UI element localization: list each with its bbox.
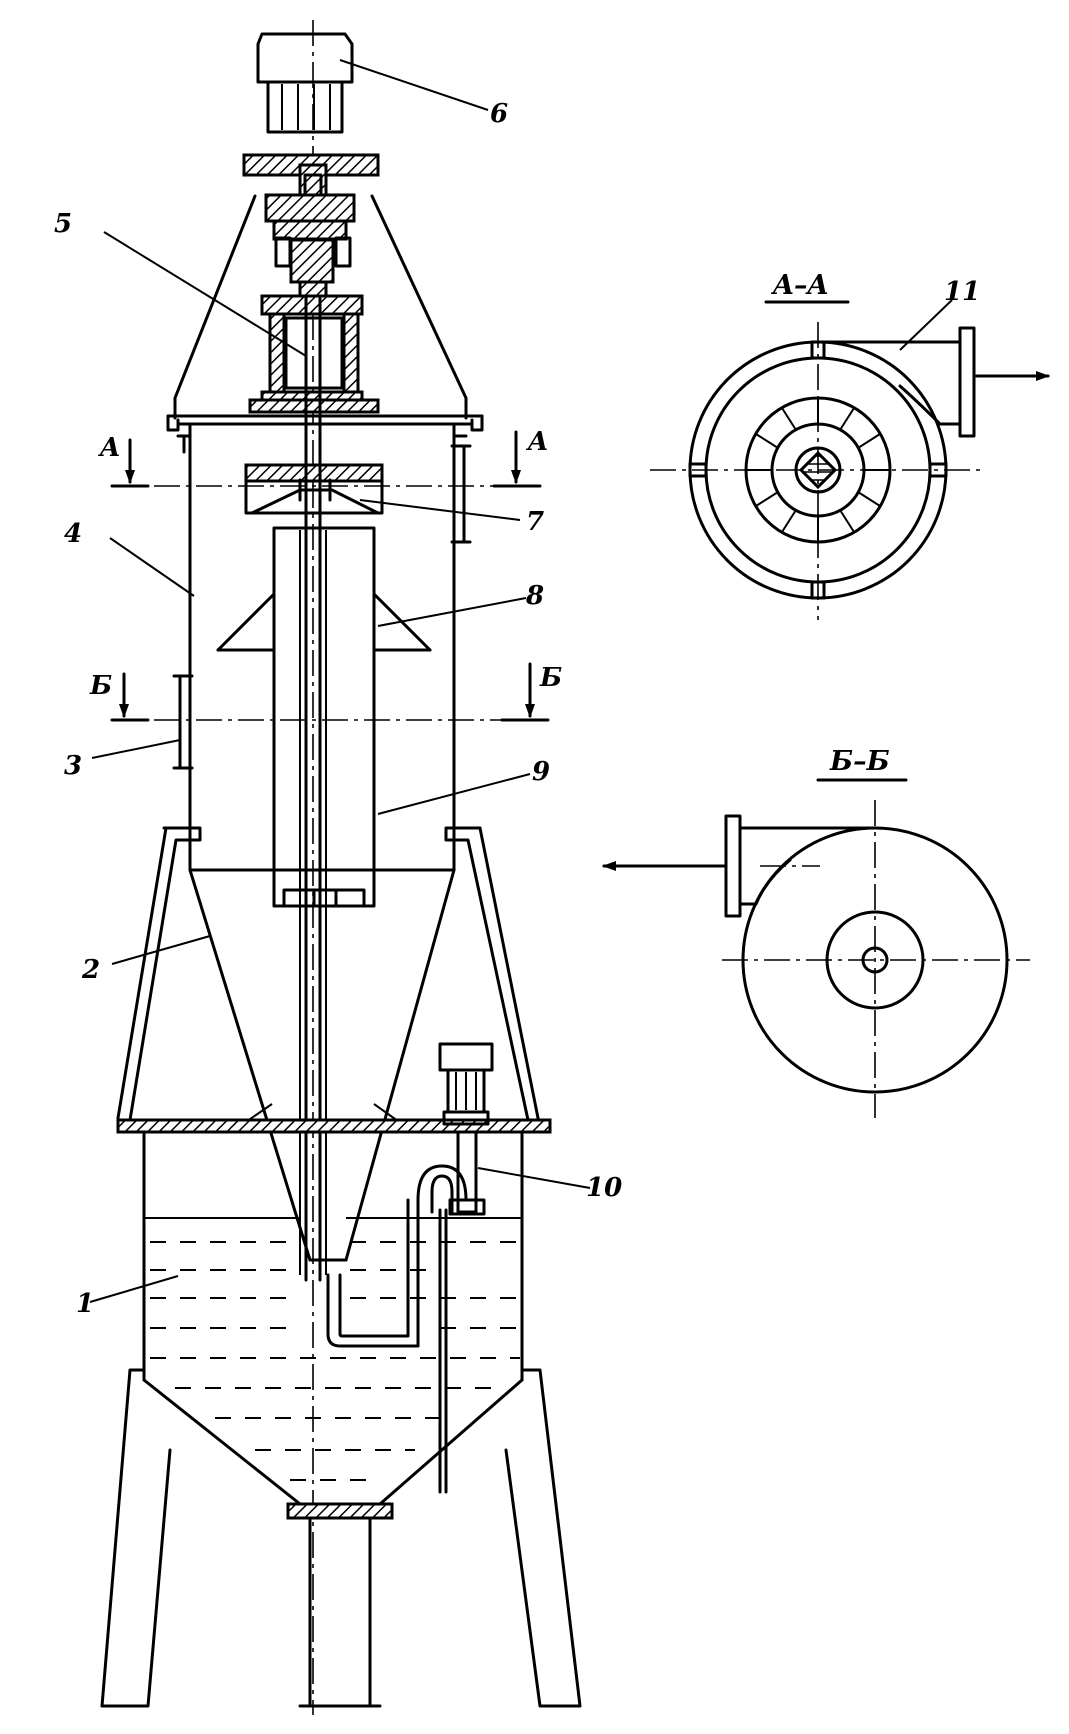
section-title-aa: A–A [770,270,828,301]
section-mark-b-right: Б [539,663,562,693]
cylinder-body [172,422,472,872]
section-view-b: Б–Б [602,746,1030,1118]
label-6: 6 [490,99,508,129]
label-5: 5 [54,209,72,239]
label-11: 11 [944,277,980,307]
shaft [299,294,327,1282]
drive-coupling [242,153,380,298]
cone-section [188,868,456,1262]
lower-tank [142,1130,524,1708]
section-view-a: A–A [650,270,1050,620]
drive-hood [166,194,484,454]
label-10: 10 [586,1173,622,1203]
section-mark-a-left: A [97,433,120,463]
label-7: 7 [526,507,544,537]
pump [326,1042,494,1494]
leader-lines [89,59,591,1303]
section-cut-b [110,662,550,722]
section-title-bb: Б–Б [829,746,890,777]
label-8: 8 [525,581,544,611]
bearing-housing [248,294,380,414]
label-2: 2 [81,955,100,985]
tank-legs [100,1368,582,1708]
top-motor [256,32,354,134]
label-9: 9 [532,757,550,787]
label-4: 4 [64,519,82,549]
label-1: 1 [76,1289,94,1319]
section-mark-b-left: Б [89,671,112,701]
inner-tube [272,526,376,908]
main-elevation: 6 5 4 3 2 1 7 8 9 10 A A Б Б [54,20,622,1715]
label-3: 3 [64,751,82,781]
impeller [244,463,384,515]
support-frame [116,826,552,1134]
section-mark-a-right: A [525,427,548,457]
section-cut-a [110,430,542,488]
